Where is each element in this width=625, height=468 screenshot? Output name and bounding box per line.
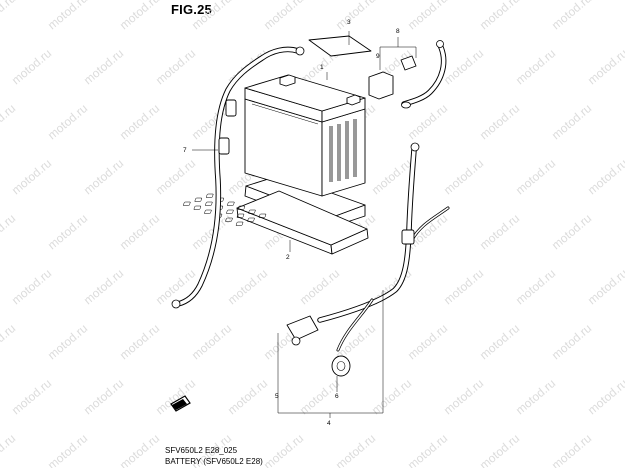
watermark-text: motod.ru: [405, 0, 450, 32]
watermark-text: motod.ru: [9, 46, 54, 87]
watermark-text: motod.ru: [0, 101, 18, 142]
watermark-text: motod.ru: [225, 266, 270, 307]
watermark-text: motod.ru: [45, 0, 90, 32]
watermark-text: motod.ru: [117, 101, 162, 142]
callout-9: 9: [376, 53, 380, 60]
watermark-text: motod.ru: [261, 431, 306, 468]
watermark-text: motod.ru: [0, 211, 18, 252]
watermark-text: motod.ru: [0, 0, 18, 32]
watermark-text: motod.ru: [585, 46, 625, 87]
watermark-text: motod.ru: [513, 376, 558, 417]
figure-title: FIG.25: [171, 2, 212, 17]
watermark-text: motod.ru: [441, 376, 486, 417]
callout-5: 5: [275, 393, 279, 400]
starter-motor-cable: [286, 142, 450, 377]
watermark-text: motod.ru: [585, 156, 625, 197]
watermark-text: motod.ru: [513, 46, 558, 87]
callout-labels: 1 2 3 4 5 6 7 8 9: [183, 19, 400, 427]
watermark-text: motod.ru: [585, 376, 625, 417]
callout-7: 7: [183, 147, 187, 154]
watermark-text: motod.ru: [225, 376, 270, 417]
front-direction-arrow: [170, 395, 191, 412]
callout-6: 6: [335, 393, 339, 400]
watermark-text: motod.ru: [549, 0, 594, 32]
watermark-text: motod.ru: [0, 321, 18, 362]
watermark-text: motod.ru: [45, 211, 90, 252]
watermark-text: motod.ru: [549, 101, 594, 142]
watermark-text: motod.ru: [441, 156, 486, 197]
watermark-text: motod.ru: [369, 156, 414, 197]
watermark-text: motod.ru: [81, 266, 126, 307]
watermark-text: motod.ru: [333, 0, 378, 32]
battery-negative-cable: [171, 46, 305, 309]
watermark-text: motod.ru: [9, 266, 54, 307]
watermark-text: motod.ru: [117, 0, 162, 32]
callout-3: 3: [347, 19, 351, 26]
watermark-text: motod.ru: [81, 46, 126, 87]
watermark-text: motod.ru: [9, 376, 54, 417]
watermark-text: motod.ru: [477, 211, 522, 252]
watermark-text: motod.ru: [477, 321, 522, 362]
watermark-text: motod.ru: [405, 321, 450, 362]
watermark-text: motod.ru: [117, 211, 162, 252]
watermark-text: motod.ru: [585, 266, 625, 307]
watermark-text: motod.ru: [117, 431, 162, 468]
watermark-text: motod.ru: [549, 211, 594, 252]
watermark-text: motod.ru: [81, 156, 126, 197]
battery-positive-cable: [368, 40, 447, 109]
terminal-cover-sheet: [308, 35, 372, 57]
watermark-text: motod.ru: [441, 266, 486, 307]
watermark-text: motod.ru: [45, 101, 90, 142]
watermark-text: motod.ru: [513, 266, 558, 307]
watermark-text: motod.ru: [477, 0, 522, 32]
watermark-text: motod.ru: [333, 431, 378, 468]
watermark-text: motod.ru: [9, 156, 54, 197]
watermark-text: motod.ru: [477, 101, 522, 142]
battery-tray: [183, 174, 369, 255]
watermark-text: motod.ru: [189, 321, 234, 362]
watermark-text: motod.ru: [405, 101, 450, 142]
watermark-text: motod.ru: [261, 0, 306, 32]
watermark-text: motod.ru: [405, 431, 450, 468]
figure-code: SFV650L2 E28_025: [165, 446, 238, 455]
watermark-text: motod.ru: [297, 266, 342, 307]
callout-8: 8: [396, 28, 400, 35]
watermark-text: motod.ru: [153, 156, 198, 197]
callout-2: 2: [286, 254, 290, 261]
watermark-text: motod.ru: [441, 46, 486, 87]
watermark-text: motod.ru: [117, 321, 162, 362]
callout-1: 1: [320, 64, 324, 71]
watermark-text: motod.ru: [45, 321, 90, 362]
watermark-text: motod.ru: [81, 376, 126, 417]
callout-4: 4: [327, 420, 331, 427]
watermark-text: motod.ru: [513, 156, 558, 197]
watermark-text: motod.ru: [189, 0, 234, 32]
battery: [244, 74, 366, 197]
watermark-text: motod.ru: [549, 321, 594, 362]
watermark-text: motod.ru: [369, 376, 414, 417]
watermark-text: motod.ru: [45, 431, 90, 468]
watermark-text: motod.ru: [549, 431, 594, 468]
watermark-text: motod.ru: [0, 431, 18, 468]
watermark-text: motod.ru: [153, 46, 198, 87]
figure-description: BATTERY (SFV650L2 E28): [165, 457, 263, 466]
watermark-text: motod.ru: [477, 431, 522, 468]
battery-cell-ribs: [329, 119, 357, 182]
leader-lines: [192, 31, 417, 418]
